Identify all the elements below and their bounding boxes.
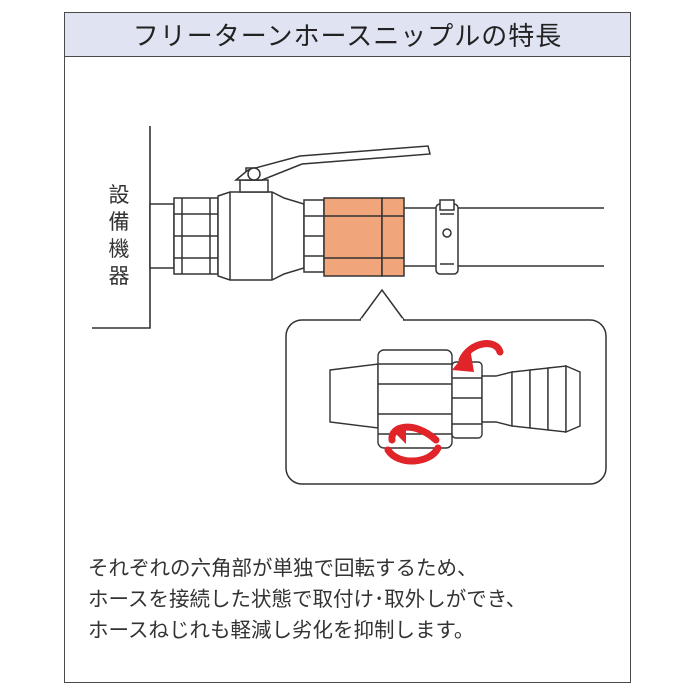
detail-barbed-hose-end [481, 364, 581, 434]
panel-header: フリーターンホースニップルの特長 [65, 13, 630, 57]
highlighted-free-turn-fitting [323, 197, 405, 277]
rotation-arrowhead-icon [452, 348, 474, 372]
ball-valve-body [217, 167, 305, 281]
equipment-label-char: 機 [108, 237, 130, 261]
equipment-wall [92, 126, 151, 329]
detail-small-hex [451, 361, 483, 439]
detail-threaded-end [329, 363, 379, 429]
panel-title: フリーターンホースニップルの特長 [132, 22, 563, 52]
detail-large-hex [377, 349, 453, 449]
description-line: それぞれの六角部が単独で回転するため、 [88, 556, 478, 580]
left-hex-nut [173, 197, 219, 275]
equipment-label-char: 設 [108, 183, 130, 207]
hose [404, 207, 604, 267]
rotation-arrowhead-icon [396, 424, 406, 444]
hose-clamp [435, 199, 459, 275]
description-line: ホースねじれも軽減し劣化を抑制します。 [88, 618, 475, 642]
curved-arrow-rotation-icon [384, 444, 442, 465]
valve-lever-handle [233, 145, 431, 181]
feature-description: それぞれの六角部が単独で回転するため、 ホースを接続した状態で取付け･取外しがで… [88, 553, 628, 646]
valve-outlet-nut [303, 199, 325, 273]
description-line: ホースを接続した状態で取付け･取外しができ、 [88, 587, 527, 611]
inlet-stub [149, 203, 175, 269]
equipment-label-char: 備 [108, 210, 130, 234]
equipment-label-char: 器 [108, 264, 130, 288]
equipment-label: 設 備 機 器 [104, 182, 134, 290]
callout-pointer [359, 288, 405, 321]
